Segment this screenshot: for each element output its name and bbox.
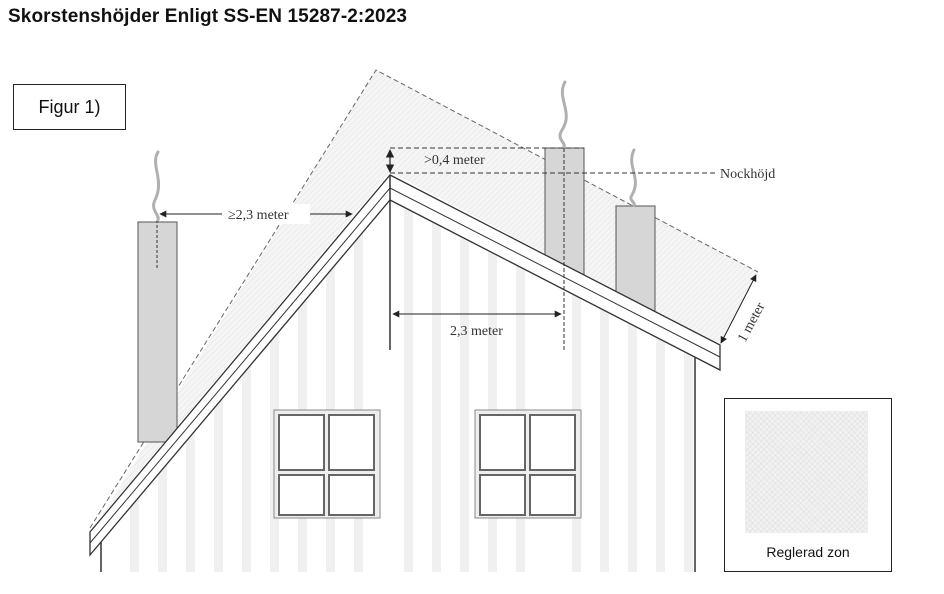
label-ridge-line: Nockhöjd [720, 167, 775, 182]
chimney-left [137, 221, 178, 443]
label-horizontal-distance: 2,3 meter [450, 324, 503, 339]
label-ridge-offset: >0,4 meter [424, 153, 485, 168]
legend-swatch-regulated-zone [745, 411, 868, 533]
window-right [474, 409, 582, 519]
figure-label: Figur 1) [13, 84, 126, 130]
legend: Reglerad zon [724, 398, 892, 572]
chimney-right [615, 205, 656, 312]
window-left [273, 409, 381, 519]
regulated-zone [90, 70, 758, 535]
label-zone-depth: 1 meter [735, 300, 768, 345]
label-left-distance: ≥2,3 meter [228, 208, 289, 223]
zone-boundary-dashed [89, 69, 759, 529]
page-title: Skorstenshöjder Enligt SS-EN 15287-2:202… [8, 6, 408, 27]
smoke-icons [152, 80, 637, 222]
legend-label: Reglerad zon [766, 544, 850, 560]
